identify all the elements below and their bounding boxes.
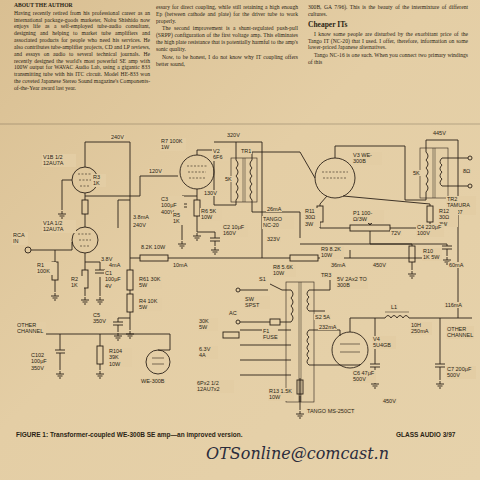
component-label: R9 8.2K 10W — [320, 246, 344, 259]
component-label: R3 1K — [92, 174, 106, 187]
component-label: 450V — [372, 262, 387, 268]
component-label: C102 100μF 350V — [30, 352, 56, 371]
component-label: RCA IN — [12, 232, 28, 245]
component-label: TR1 — [240, 148, 252, 154]
component-label: 6Px2 1/2 12AU7x2 — [196, 380, 234, 393]
component-label: TANGO MS-250CT — [306, 408, 355, 414]
component-label: 130V — [203, 190, 218, 196]
component-label: C1 100μF 4V — [104, 270, 126, 289]
body-paragraph: 300B, GA 7/96). This is the beauty of th… — [308, 4, 468, 18]
component-label: 8Ω — [462, 168, 471, 174]
component-label: C2 10μF 160V — [222, 224, 248, 237]
text-column: ABOUT THE AUTHORHaving recently retired … — [14, 2, 150, 93]
text-column: 300B, GA 7/96). This is the beauty of th… — [308, 4, 468, 67]
component-label: 30K 5W — [198, 318, 218, 331]
component-label: TANGO NC-20 — [262, 216, 294, 229]
component-label: R7 100K 1W — [160, 138, 186, 151]
component-label: R11 30Ω 3W — [304, 208, 320, 227]
body-paragraph: essary for direct coupling, while still … — [156, 4, 298, 24]
component-label: 320V — [226, 132, 241, 138]
component-label: 60mA — [448, 262, 464, 268]
component-label: TR3 — [320, 272, 332, 278]
component-label: R13 1.5K 10W — [268, 388, 294, 401]
component-label: 232mA — [318, 324, 337, 330]
body-paragraph: Having recently retired from his profess… — [14, 10, 150, 92]
component-label: S1 — [258, 276, 267, 282]
body-paragraph: The second improvement is a shunt-regula… — [156, 25, 298, 52]
column-heading: Cheaper ITs — [308, 20, 468, 29]
component-label: C4 220μF 100V — [416, 224, 444, 237]
column-heading: ABOUT THE AUTHOR — [14, 2, 150, 9]
component-label: R6 5K 10W — [200, 208, 222, 221]
component-label: OTHER CHANNEL — [16, 322, 46, 335]
component-label: V4 5U4GB — [372, 336, 396, 349]
handwritten-note: OTSonline@comcast.n — [206, 444, 389, 463]
component-label: R10 1K 5W — [422, 248, 442, 261]
component-label: S2 5A — [314, 314, 331, 320]
component-label: 5K — [412, 170, 421, 176]
component-label: 323V — [266, 236, 281, 242]
component-label: 26mA — [266, 206, 282, 212]
component-label: 240V — [110, 134, 125, 140]
component-label: R2 1K — [70, 276, 84, 289]
component-label: 240V — [132, 222, 147, 228]
component-label: 10mA — [172, 262, 188, 268]
body-paragraph: Now, to be honest, I do not know why IT … — [156, 54, 298, 68]
component-label: R5 1K — [172, 212, 188, 225]
component-label: 116mA — [444, 302, 463, 308]
component-label: 120V — [148, 168, 163, 174]
text-column: essary for direct coupling, while still … — [156, 4, 298, 68]
component-label: C6 47μF 500V — [352, 370, 376, 383]
component-label: V1B 1/2 12AU7A — [42, 154, 76, 167]
component-label: V3 WE-300B — [352, 152, 382, 165]
component-label: WE-300B — [140, 378, 166, 384]
component-label: R4 10K 5W — [138, 298, 162, 311]
component-label: OTHER CHANNEL — [446, 326, 474, 339]
page-footer: GLASS AUDIO 3/97 — [396, 431, 455, 438]
component-label: 5V 2Ax2 TO 300B — [336, 276, 368, 289]
component-label: F1 FUSE — [262, 328, 278, 341]
component-label: 72V — [390, 230, 402, 236]
component-label: 6.3V 4A — [198, 346, 218, 359]
component-label: L1 — [390, 304, 398, 310]
component-label: 36mA — [330, 262, 346, 268]
component-label: 3.8mA — [132, 214, 150, 220]
component-label: P1 100-Ω/3W — [352, 210, 384, 223]
component-label: 10H 250mA — [410, 322, 432, 335]
component-label: SW SPST — [244, 296, 270, 309]
component-label: 8.2K 10W — [140, 244, 166, 250]
component-label: 450V — [382, 398, 397, 404]
body-paragraph: I know some people are disturbed by the … — [308, 31, 468, 51]
component-label: R61 30K 5W — [138, 276, 162, 289]
component-label: R1 100K — [36, 262, 56, 275]
figure-caption: FIGURE 1: Transformer-coupled WE-300B SE… — [16, 431, 242, 438]
component-label: V1A 1/2 12AU7A — [42, 220, 76, 233]
component-label: 5K — [224, 176, 233, 182]
component-label: AC — [228, 310, 238, 316]
component-label: C5 350V — [92, 312, 112, 325]
component-label: V2 6F6 — [212, 148, 230, 161]
component-label: R104 39K 10W — [108, 348, 132, 367]
body-paragraph: Tango NC-16 is one such. When you connec… — [308, 52, 468, 66]
component-label: R8 5.6K 10W — [272, 264, 296, 277]
component-label: C7 200μF 500V — [446, 366, 476, 379]
component-label: 4mA — [108, 262, 121, 268]
component-label: 445V — [432, 130, 447, 136]
